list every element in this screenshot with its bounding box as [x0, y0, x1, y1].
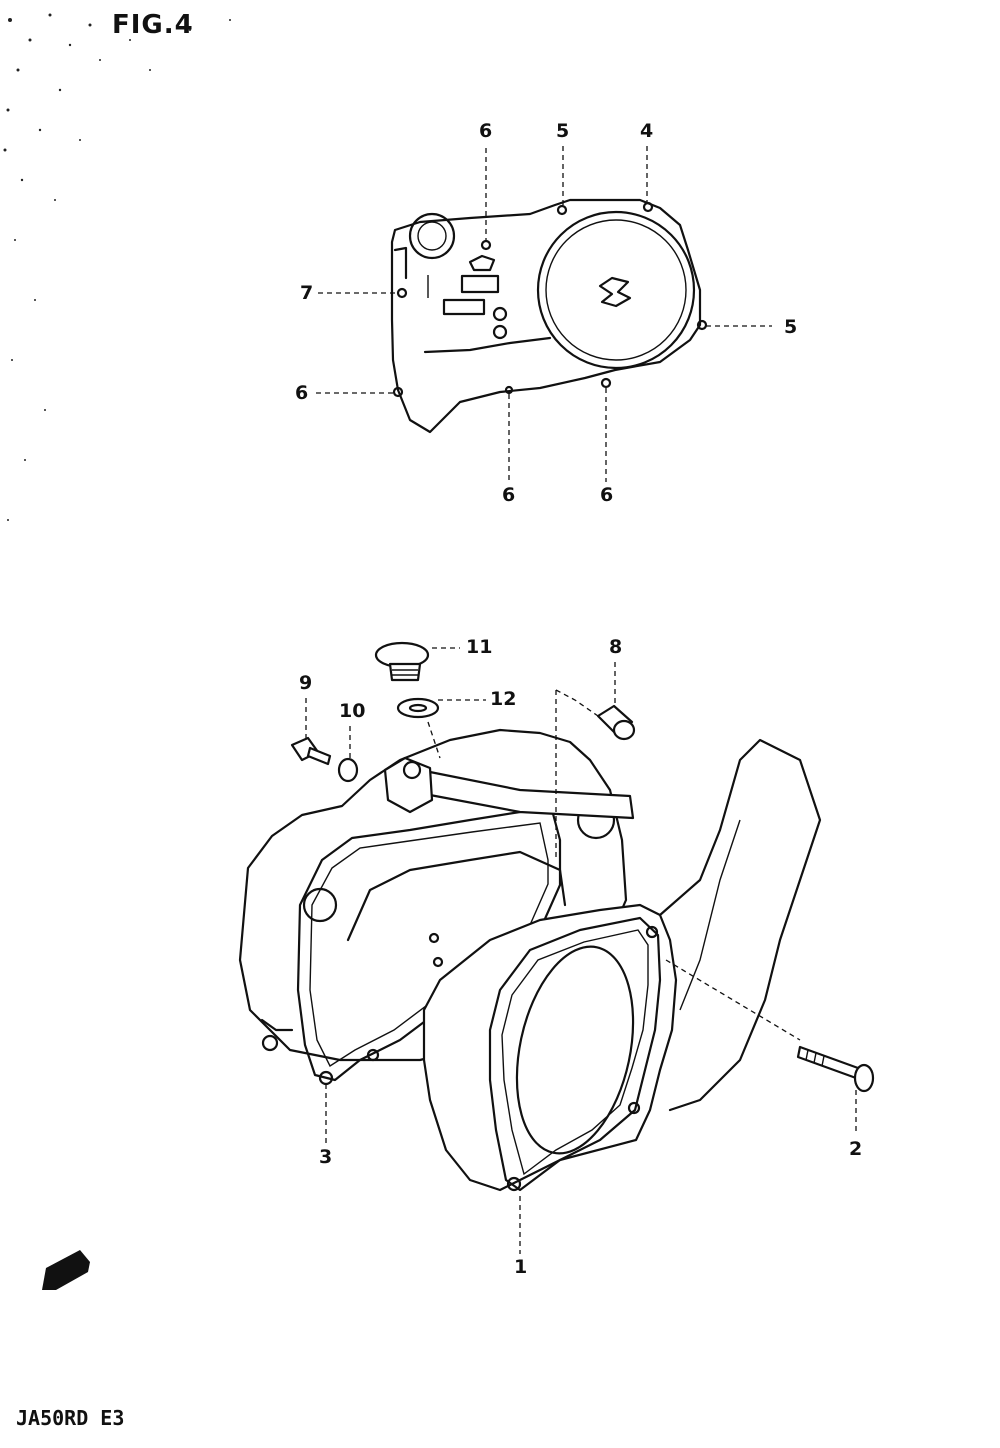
washer-12	[396, 697, 440, 719]
lower-leader-lines	[305, 647, 857, 1254]
callout-6-bottom-a: 6	[502, 484, 516, 506]
callout-11: 11	[466, 636, 493, 658]
callout-4: 4	[640, 120, 654, 142]
bolt-2	[796, 1045, 875, 1093]
callout-6-bottom-b: 6	[600, 484, 614, 506]
callout-7: 7	[300, 282, 314, 304]
plug-11	[374, 641, 430, 682]
callout-6-top: 6	[479, 120, 493, 142]
callout-12: 12	[490, 688, 517, 710]
callout-2: 2	[849, 1138, 863, 1160]
callout-5-right: 5	[784, 316, 798, 338]
outer-cover-body	[390, 198, 702, 434]
callout-8: 8	[609, 636, 623, 658]
direction-arrow-icon	[42, 1250, 90, 1290]
callout-10: 10	[339, 700, 366, 722]
figure-title: FIG.4	[112, 10, 194, 40]
callout-5-top: 5	[556, 120, 570, 142]
outer-body	[422, 903, 678, 1192]
callout-1: 1	[514, 1256, 528, 1278]
tube-8	[596, 704, 636, 741]
outer-cover-assembly	[390, 198, 708, 434]
upper-leader-lines	[316, 146, 772, 482]
callout-9: 9	[299, 672, 313, 694]
bolt-9	[290, 736, 332, 766]
gasket-1	[488, 916, 662, 1192]
cover-and-gasket-assembly	[238, 641, 875, 1192]
callout-6-left: 6	[295, 382, 309, 404]
chain-shroud	[658, 738, 822, 1112]
callout-3: 3	[319, 1146, 333, 1168]
model-code: JA50RD E3	[16, 1406, 125, 1430]
scan-noise	[3, 13, 231, 521]
washer-10	[337, 757, 359, 783]
brand-emblem	[598, 276, 632, 308]
